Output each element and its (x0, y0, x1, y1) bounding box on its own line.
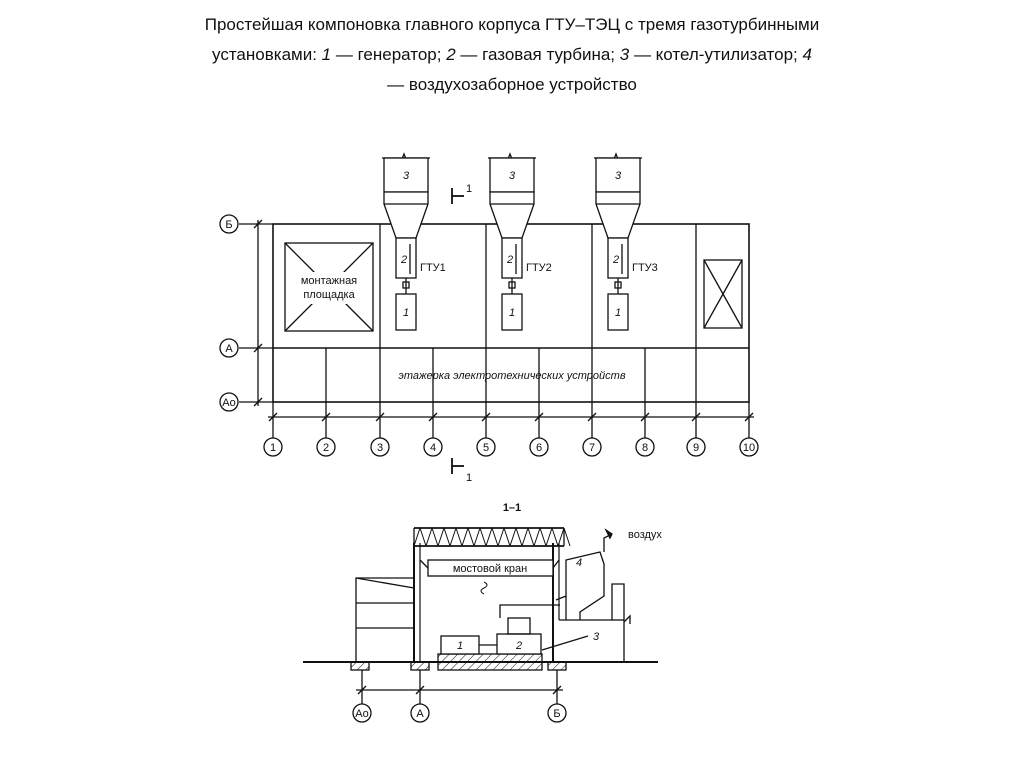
turbine-label: 2 (612, 254, 619, 266)
figure-caption: Простейшая компоновка главного корпуса Г… (0, 10, 1024, 100)
column-bubble: 5 (476, 402, 496, 457)
column-bubble: 8 (635, 402, 655, 457)
montage-area: монтажная площадка (284, 242, 374, 332)
caption-line-2: установками: 1 — генератор; 2 — газовая … (212, 45, 812, 94)
air-label: воздух (628, 529, 662, 541)
section-mark-top-label: 1 (466, 183, 472, 195)
row-bubble: А (219, 338, 239, 358)
column-axis-bubbles: 1 2 3 4 5 6 7 8 9 10 (263, 402, 759, 457)
caption-num-4: 4 (802, 45, 812, 64)
boiler-label: 3 (403, 170, 410, 182)
column-bubble-label: 8 (642, 442, 648, 454)
column-bubble-label: 10 (743, 442, 755, 454)
section-axis-bubbles: Ао А Б (352, 703, 567, 723)
column-bubble: 6 (529, 402, 549, 457)
etazherka-label: этажерка электротехнических устройств (398, 370, 625, 382)
caption-num-1: 1 (321, 45, 332, 64)
section-turbine-label: 2 (515, 640, 522, 652)
roof-truss (413, 527, 571, 547)
gtu-name: ГТУ1 (420, 262, 446, 274)
section-mark-top: 1 (451, 183, 472, 204)
column-bubble: 1 (263, 402, 283, 457)
turbine-intake (507, 617, 531, 635)
column-bubble: 2 (316, 402, 336, 457)
boiler-label: 3 (509, 170, 516, 182)
section-mark-bottom-label: 1 (466, 472, 472, 484)
boiler-label: 3 (615, 170, 622, 182)
column-bubble: 3 (370, 402, 390, 457)
plan-view: монтажная площадка 321ГТУ1321ГТУ2321ГТУ3… (219, 152, 759, 484)
section-title: 1–1 (503, 502, 521, 514)
gtu-unit: 3 2 1 ГТУ1 (382, 152, 446, 331)
bridge-crane: мостовой кран (419, 559, 560, 595)
row-axis-bubbles: Б А Ао (219, 214, 239, 412)
section-mark-bottom: 1 (451, 458, 472, 484)
caption-num-3: 3 (619, 45, 630, 64)
row-bubble-label: Б (225, 219, 232, 231)
turbine-label: 2 (506, 254, 513, 266)
column-bubble-label: 6 (536, 442, 542, 454)
crane-label: мостовой кран (453, 563, 527, 575)
section-axis-label: Ао (355, 708, 368, 720)
section-axis-bubble: Б (547, 703, 567, 723)
caption-text-1: — генератор; (331, 45, 447, 64)
section-axis-bubble: Ао (352, 703, 372, 723)
gtu-unit: 3 2 1 ГТУ2 (488, 152, 552, 331)
turbine-label: 2 (400, 254, 407, 266)
column-bubble: 9 (686, 402, 706, 457)
row-bubble-label: А (225, 343, 233, 355)
boiler-label: 3 (593, 631, 600, 643)
row-bubble: Ао (219, 392, 239, 412)
generator-label: 1 (403, 307, 409, 319)
montage-label-1: монтажная (301, 275, 357, 287)
air-intake: 4 воздух (499, 528, 662, 620)
column-bubble-label: 2 (323, 442, 329, 454)
column-bubble-label: 1 (270, 442, 276, 454)
column-bubble-label: 3 (377, 442, 383, 454)
column-bubble-label: 5 (483, 442, 489, 454)
row-bubble: Б (219, 214, 239, 234)
footing-Ao (350, 661, 370, 671)
caption-text-3: — котел-утилизатор; (629, 45, 803, 64)
section-generator-label: 1 (457, 640, 463, 652)
column-bubble-label: 9 (693, 442, 699, 454)
section-axis-label: Б (553, 708, 560, 720)
section-axis-bubble: А (410, 703, 430, 723)
footing-A (410, 661, 430, 671)
montage-label-2: площадка (303, 289, 355, 301)
intake-label: 4 (576, 557, 582, 569)
main-hall (413, 527, 571, 662)
column-bubble-label: 7 (589, 442, 595, 454)
row-bubble-label: Ао (222, 397, 235, 409)
caption-text-4: — воздухозаборное устройство (387, 75, 637, 94)
section-view: 1–1 мостовой кран (303, 502, 662, 723)
caption-text-2: — газовая турбина; (455, 45, 620, 64)
caption-num-2: 2 (446, 45, 456, 64)
footing-B (547, 661, 567, 671)
left-annex (355, 577, 415, 662)
gtu-unit: 3 2 1 ГТУ3 (594, 152, 658, 331)
caption-line-1: Простейшая компоновка главного корпуса Г… (204, 15, 820, 34)
section-boiler: 3 (541, 583, 631, 662)
generator-label: 1 (615, 307, 621, 319)
section-axes: Ао А Б (352, 670, 567, 723)
section-axis-label: А (416, 708, 424, 720)
column-bubble-label: 4 (430, 442, 436, 454)
gtu-name: ГТУ3 (632, 262, 658, 274)
gtu-name: ГТУ2 (526, 262, 552, 274)
column-bubble: 10 (739, 402, 759, 457)
crossed-box-right (703, 259, 743, 329)
foundation (437, 653, 543, 671)
generator-label: 1 (509, 307, 515, 319)
column-bubble: 4 (423, 402, 443, 457)
caption-intro: установками: (212, 45, 322, 64)
column-bubble: 7 (582, 402, 602, 457)
column-grid (325, 224, 697, 402)
